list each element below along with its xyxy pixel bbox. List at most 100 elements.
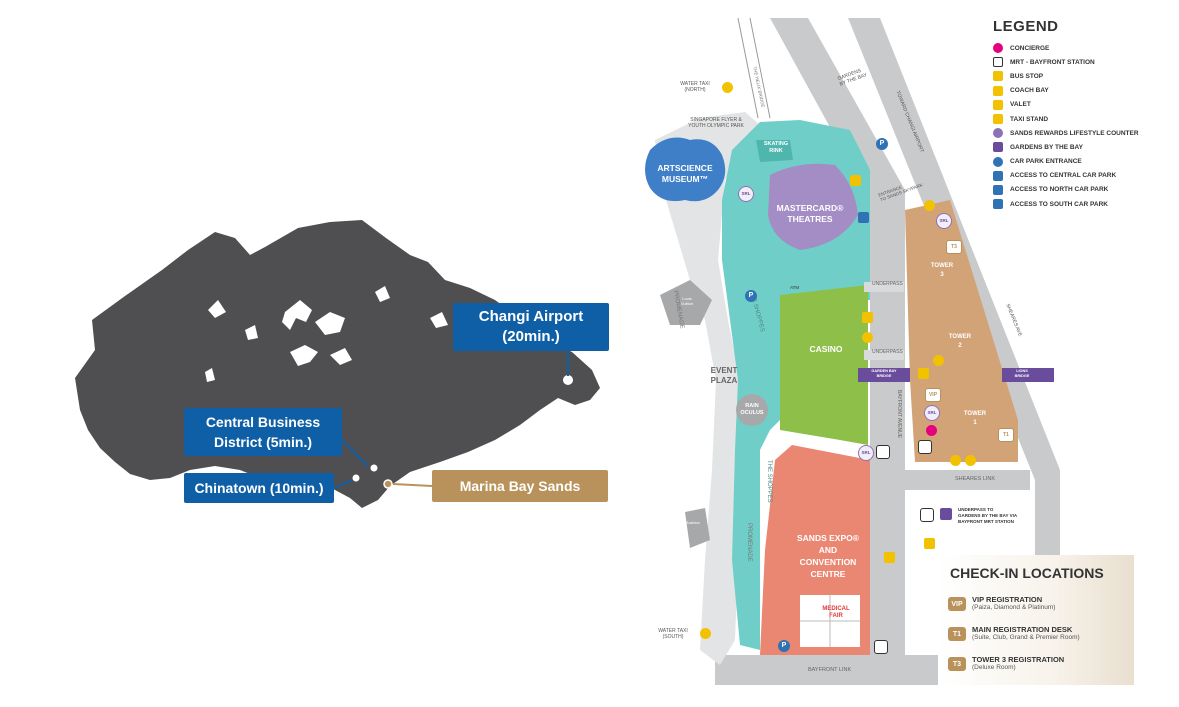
mrt-icon [920,508,934,522]
reservoir [315,312,345,335]
checkin-row-t1: T1 MAIN REGISTRATION DESK(Suite, Club, G… [948,625,1080,642]
mastercard-theatres [768,163,858,250]
taxi-icon [950,455,961,466]
gardens-icon [993,142,1003,153]
reservoir [245,325,258,340]
casino [780,285,868,445]
t3-badge: T3 [946,240,962,254]
parking-icon: P [876,138,888,150]
checkin-main: TOWER 3 REGISTRATION [972,655,1065,664]
mrt-icon [993,57,1003,68]
road-sheares-link [905,470,1030,490]
legend-item-coach: COACH BAY [993,84,1173,98]
gardens-icon [1038,368,1052,382]
taxi-icon [965,455,976,466]
underpass-1-label: UNDERPASS [872,281,903,287]
water-taxi-north-label: WATER TAXI (NORTH) [680,81,710,93]
water-taxi-south-label: WATER TAXI (SOUTH) [658,628,688,640]
legend-item-north-car-park: ACCESS TO NORTH CAR PARK [993,183,1173,197]
medical-fair-label: MEDICAL FAIR [822,606,850,619]
skating-rink-label: SKATING RINK [763,141,789,154]
singapore-flyer-label: SINGAPORE FLYER & YOUTH OLYMPIC PARK [688,117,744,129]
reservoir [330,348,352,365]
rain-oculus [736,394,768,426]
legend-title: LEGEND [993,18,1059,35]
taxi-icon [993,114,1003,125]
srl-icon: SRL [936,213,952,229]
legend-label: CONCIERGE [1010,44,1050,52]
vip-badge: VIP [948,597,966,611]
legend-label: TAXI STAND [1010,115,1049,123]
legend-item-taxi: TAXI STAND [993,112,1173,126]
bus-icon [993,71,1003,82]
bus-icon [850,175,861,186]
taxi-icon [924,200,935,211]
srl-icon: SRL [858,445,874,461]
car-park-access-icon [993,199,1003,210]
promenade-bottom-label: PROMENADE [746,523,752,562]
srl-icon: SRL [738,186,754,202]
mastercard-label: MASTERCARD® THEATRES [776,203,844,224]
chinatown-callout: Chinatown (10min.) [184,473,334,503]
atm-label: ATM [790,285,800,290]
taxi-icon [933,355,944,366]
gardens-icon [940,508,952,520]
legend: LEGEND CONCIERGE MRT - BAYFRONT STATION … [993,18,1173,211]
legend-item-central-car-park: ACCESS TO CENTRAL CAR PARK [993,169,1173,183]
tower2-label: TOWER 2 [948,334,972,349]
parking-icon: P [745,290,757,302]
legend-label: CAR PARK ENTRANCE [1010,158,1082,166]
legend-label: VALET [1010,101,1031,109]
sands-expo-label: SANDS EXPO® AND CONVENTION CENTRE [797,533,859,579]
changi-airport-callout: Changi Airport (20min.) [453,303,609,351]
taxi-icon [862,332,873,343]
checkin-sub: (Paiza, Diamond & Platinum) [972,604,1056,611]
arabica-label: Arabica [686,520,700,525]
underpass-gardens-label: UNDERPASS TO GARDENS BY THE BAY VIA BAYF… [958,507,1018,524]
legend-item-valet: VALET [993,98,1173,112]
taxi-icon [918,368,929,379]
taxi-icon [862,312,873,323]
checkin-row-vip: VIP VIP REGISTRATION(Paiza, Diamond & Pl… [948,595,1055,612]
sheares-link-label: SHEARES LINK [955,476,996,482]
vip-badge: VIP [925,388,941,402]
event-plaza-label: EVENT PLAZA [710,366,738,385]
checkin-sub: (Deluxe Room) [972,664,1016,671]
legend-item-bus: BUS STOP [993,69,1173,83]
rain-oculus-label: RAIN OCULUS [740,403,764,416]
srl-icon: SRL [924,405,940,421]
louis-vuitton [660,280,712,325]
car-park-access-icon [993,184,1003,195]
reservoir [282,300,312,330]
reservoir [208,300,226,318]
artscience-label: ARTSCIENCE MUSEUM™ [657,163,713,184]
chinatown-dot [352,474,360,482]
coach-icon [993,85,1003,96]
legend-item-mrt: MRT - BAYFRONT STATION [993,55,1173,69]
mrt-icon [918,440,932,454]
skating-rink [756,140,793,162]
checkin-locations-panel: CHECK-IN LOCATIONS VIP VIP REGISTRATION(… [938,555,1134,685]
car-park-access-icon [993,170,1003,181]
artscience-museum [645,137,726,202]
t3-badge: T3 [948,657,966,671]
checkin-main: VIP REGISTRATION [972,595,1043,604]
reservoir [290,345,318,366]
legend-label: GARDENS BY THE BAY [1010,143,1083,151]
shoppes-bottom-label: THE SHOPPES [766,460,772,503]
tower1-label: TOWER 1 [963,411,987,426]
water-taxi-icon [700,628,711,639]
garden-bay-bridge [858,368,910,382]
marina-bay-sands-dot [383,479,393,489]
legend-item-srl: SANDS REWARDS LIFESTYLE COUNTER [993,126,1173,140]
concierge-icon [926,425,937,436]
cbd-dot [370,464,378,472]
checkin-title: CHECK-IN LOCATIONS [950,565,1104,581]
mrt-icon [874,640,888,654]
legend-label: COACH BAY [1010,87,1049,95]
legend-label: ACCESS TO CENTRAL CAR PARK [1010,172,1117,180]
checkin-main: MAIN REGISTRATION DESK [972,625,1073,634]
legend-label: SANDS REWARDS LIFESTYLE COUNTER [1010,129,1139,137]
lions-bridge-label: LIONS BRIDGE [1014,369,1030,378]
checkin-sub: (Suite, Club, Grand & Premier Room) [972,634,1080,641]
